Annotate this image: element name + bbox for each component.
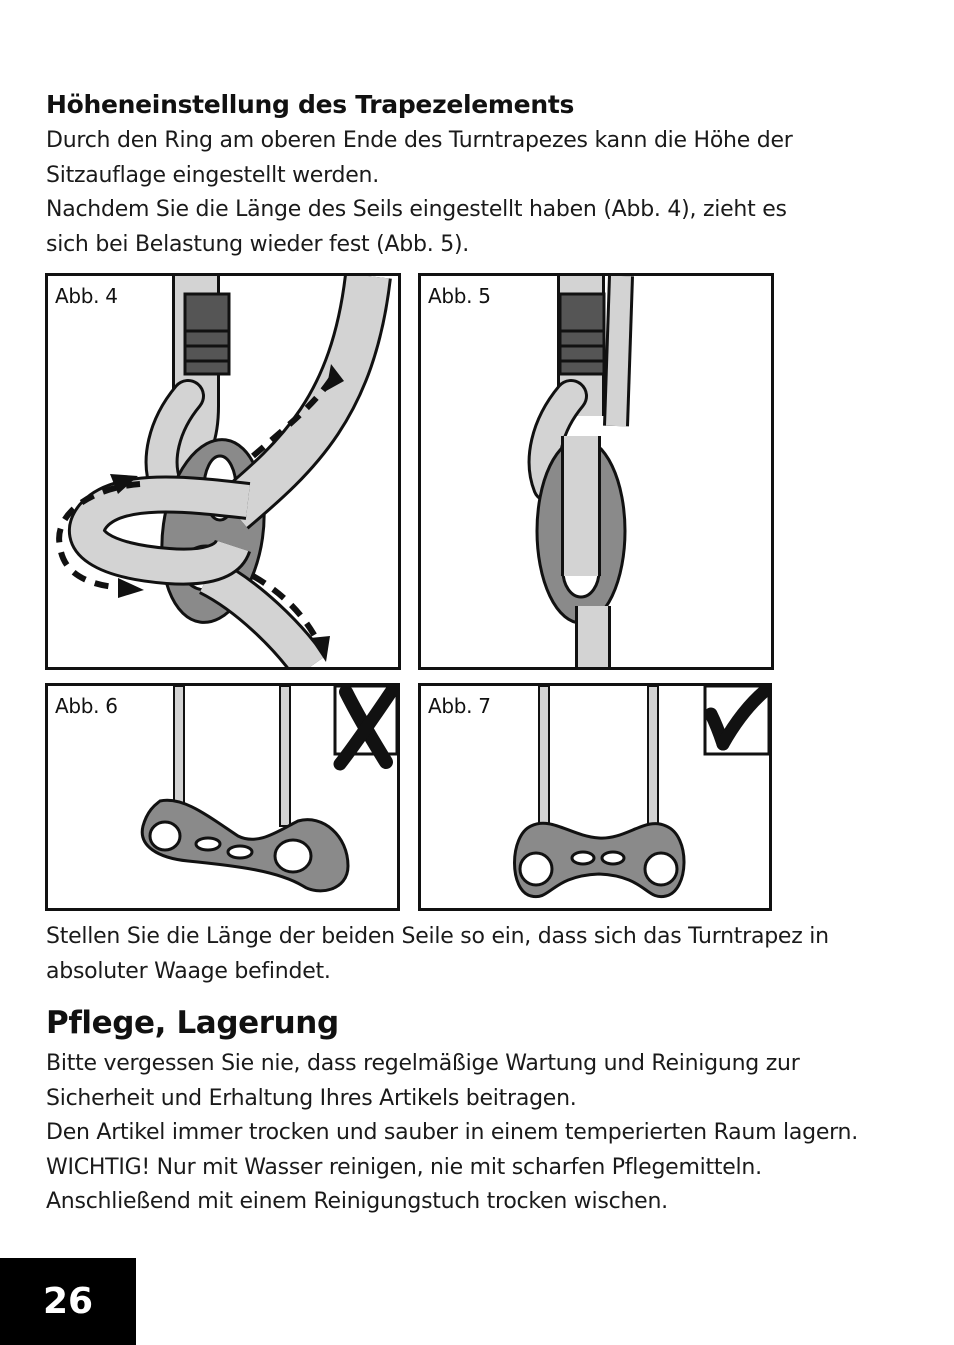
level-trapeze-illustration [513, 686, 769, 899]
arrow-right-icon [118, 578, 144, 598]
arrow-right-icon [110, 474, 138, 494]
section-heading-care-storage: Pflege, Lagerung [46, 1005, 339, 1041]
figure-label: Abb. 5 [428, 284, 491, 308]
text-line: Durch den Ring am oberen Ende des Turntr… [46, 128, 793, 153]
arrow-up-right-icon [326, 364, 344, 391]
level-instruction-paragraph: Stellen Sie die Länge der beiden Seile s… [46, 920, 906, 989]
figure-abb-5: Abb. 5 [418, 273, 774, 670]
uneven-trapeze-illustration [140, 686, 397, 893]
figure-abb-4: Abb. 4 [45, 273, 401, 670]
arrow-down-right-icon [310, 636, 330, 662]
text-line: Nachdem Sie die Länge des Seils eingeste… [46, 197, 787, 222]
figure-label: Abb. 6 [55, 694, 118, 718]
section-heading-height-adjustment: Höheneinstellung des Trapezelements [46, 90, 575, 119]
figure-label: Abb. 7 [428, 694, 491, 718]
page-number: 26 [42, 1281, 94, 1322]
cross-icon [333, 686, 397, 771]
text-line: Sicherheit und Erhaltung Ihres Artikels … [46, 1085, 577, 1111]
checkmark-icon [704, 686, 769, 751]
text-line: WICHTIG! Nur mit Wasser reinigen, nie mi… [46, 1154, 762, 1180]
text-line: Den Artikel immer trocken und sauber in … [46, 1120, 858, 1145]
rope-clamp [558, 292, 606, 376]
rope-tightened-illustration [527, 276, 634, 667]
text-line: Bitte vergessen Sie nie, dass regelmäßig… [46, 1051, 800, 1076]
text-line: sich bei Belastung wieder fest (Abb. 5). [46, 231, 470, 257]
text-line: Sitzauflage eingestellt werden. [46, 162, 379, 188]
figure-abb-6: Abb. 6 [45, 683, 400, 911]
intro-paragraph: Durch den Ring am oberen Ende des Turntr… [46, 124, 906, 262]
text-line: Stellen Sie die Länge der beiden Seile s… [46, 924, 829, 949]
figure-abb-7: Abb. 7 [418, 683, 772, 911]
rope-adjustment-illustration [56, 276, 392, 667]
rope-clamp [183, 292, 231, 376]
text-line: Anschließend mit einem Reinigungstuch tr… [46, 1189, 668, 1214]
page-number-box: 26 [0, 1258, 136, 1345]
care-paragraph: Bitte vergessen Sie nie, dass regelmäßig… [46, 1047, 906, 1220]
figure-label: Abb. 4 [55, 284, 118, 308]
text-line: absoluter Waage befindet. [46, 958, 331, 984]
